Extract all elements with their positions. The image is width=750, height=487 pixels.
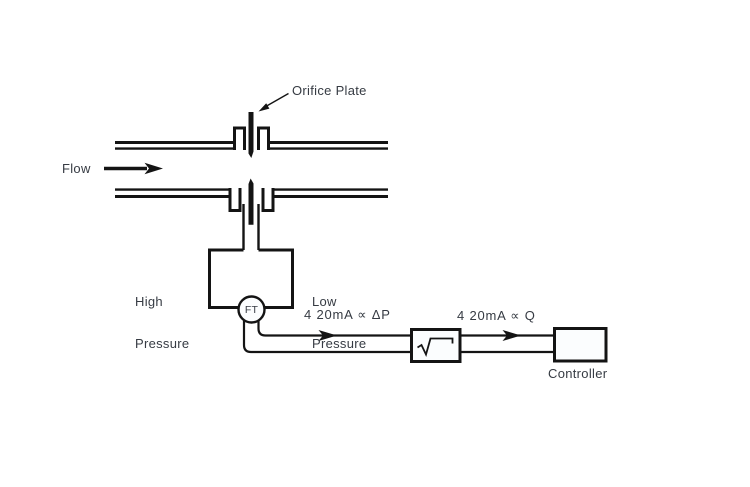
controller-box xyxy=(553,327,608,363)
signal-dp-wire-bottom xyxy=(242,319,412,354)
sqrt-icon xyxy=(417,337,454,358)
flow-label: Flow xyxy=(62,161,91,176)
flow-arrow-head xyxy=(144,162,163,175)
signal-dp-wire-top xyxy=(257,320,412,337)
low-pressure-line1: Low xyxy=(312,294,337,309)
orifice-plate-lower-half xyxy=(248,178,254,225)
pipe-upper-wall xyxy=(115,141,388,150)
flange-boss-upper-left xyxy=(233,126,246,150)
orifice-plate-label: Orifice Plate xyxy=(292,83,367,98)
flange-boss-upper-right xyxy=(257,126,270,150)
flange-boss-lower-right xyxy=(261,188,275,212)
high-pressure-line1: High xyxy=(135,294,163,309)
impulse-tube-lines xyxy=(242,204,260,250)
high-pressure-line2: Pressure xyxy=(135,335,190,351)
sqrt-extractor-box xyxy=(410,328,462,363)
signal-arrow-icon xyxy=(502,330,521,341)
signal-q-label: 4 20mA ∝ Q xyxy=(457,308,536,323)
signal-line-q xyxy=(459,330,556,354)
low-pressure-line2: Pressure xyxy=(312,335,367,351)
ft-tag-label: FT xyxy=(244,304,259,316)
leader-arrow-head xyxy=(258,103,270,112)
leader-line xyxy=(263,92,289,109)
low-pressure-label: Low Pressure xyxy=(312,267,366,378)
flow-arrow-icon xyxy=(104,162,163,175)
signal-line-dp xyxy=(242,319,412,354)
signal-arrow-icon xyxy=(318,330,337,341)
orifice-plate-pointer-icon xyxy=(258,92,289,112)
orifice-flange-upper xyxy=(233,126,270,150)
ft-transmitter-bubble xyxy=(237,295,266,324)
flange-boss-lower-left xyxy=(228,188,242,212)
orifice-flange-lower xyxy=(228,188,275,212)
pipe-lower-wall xyxy=(115,188,388,198)
orifice-plate-upper-half xyxy=(248,112,254,158)
high-pressure-label: High Pressure xyxy=(135,267,189,378)
signal-dp-label: 4 20mA ∝ ΔP xyxy=(304,307,391,322)
controller-label: Controller xyxy=(548,366,608,381)
